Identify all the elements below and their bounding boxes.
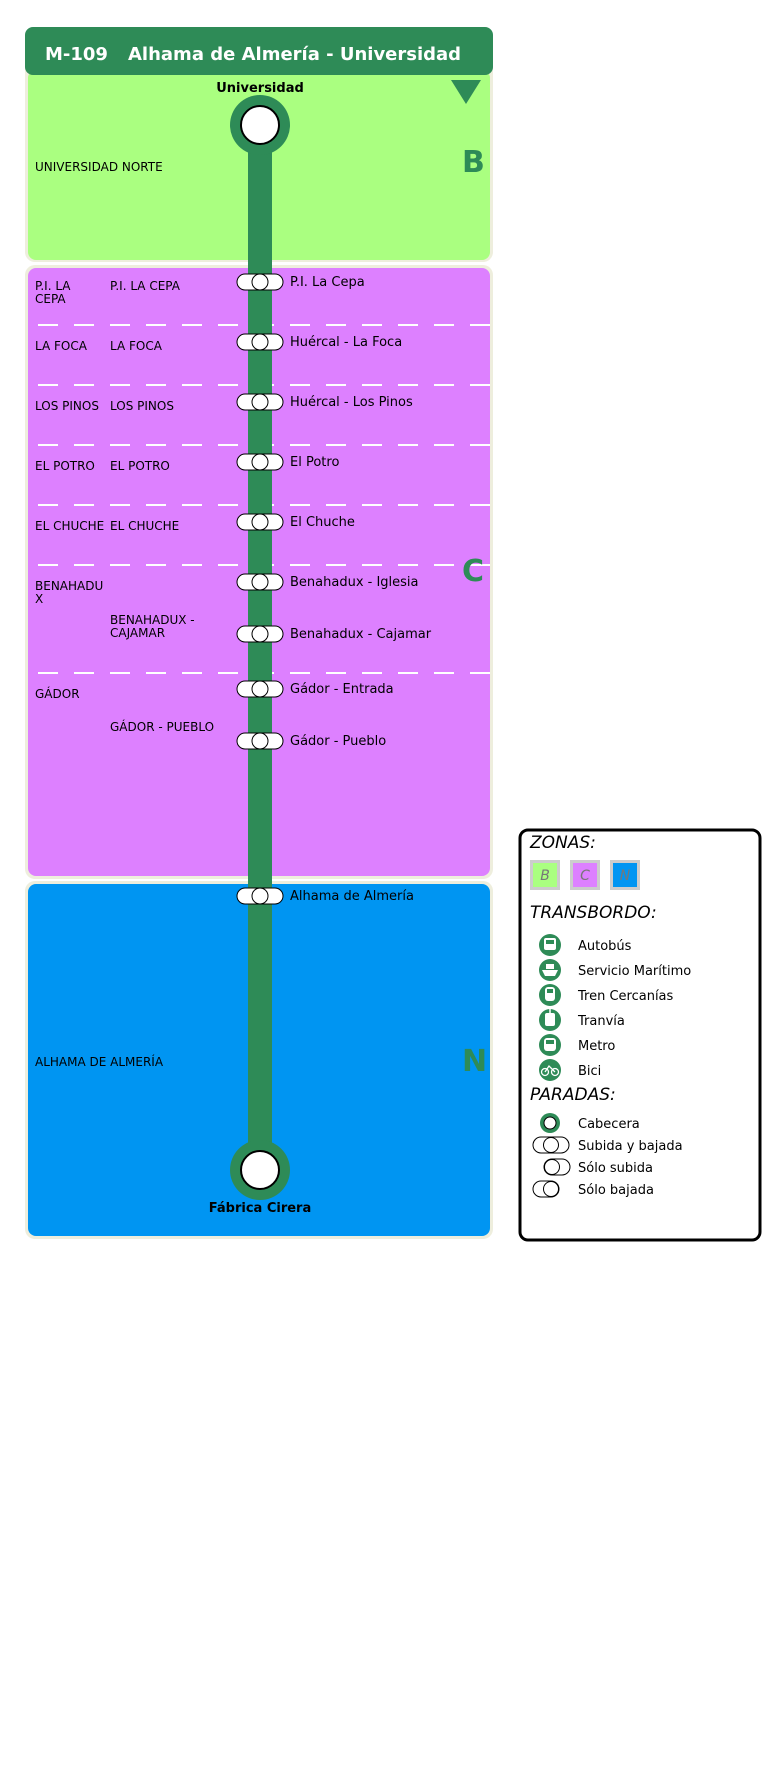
route-stop: Gádor - Entrada — [236, 680, 394, 698]
metro-icon — [539, 1034, 561, 1056]
stop-marker — [251, 273, 269, 291]
route-code: M-109 — [45, 44, 108, 65]
zone-letter-c: C — [462, 554, 484, 589]
ship-icon — [539, 959, 561, 981]
route-header: M-109 Alhama de Almería - Universidad — [25, 27, 493, 75]
stop-marker — [251, 887, 269, 905]
legend: ZONAS: B C N TRANSBORDO: Autobús Servici… — [518, 828, 762, 1242]
stop-label: Gádor - Pueblo — [290, 734, 386, 749]
stop-marker — [251, 333, 269, 351]
nucleus-label: GÁDOR - PUEBLO — [110, 719, 214, 734]
nucleus-label: LA FOCA — [110, 339, 163, 353]
legend-stop-type-label: Sólo subida — [578, 1161, 653, 1176]
solo-bajada-icon — [532, 1180, 560, 1198]
stop-marker — [251, 680, 269, 698]
cabecera-stop-icon — [240, 1150, 280, 1190]
municipality-label: LOS PINOS — [35, 399, 99, 413]
municipality-label: UNIVERSIDAD NORTE — [35, 160, 163, 174]
nucleus-label: LOS PINOS — [110, 399, 174, 413]
municipality-label: BENAHADU — [35, 579, 103, 593]
bike-icon — [539, 1059, 561, 1081]
stop-label: Gádor - Entrada — [290, 682, 394, 697]
stop-marker — [251, 573, 269, 591]
municipality-label: GÁDOR — [35, 686, 80, 701]
zone-letter-b: B — [462, 145, 485, 180]
terminal-label-start: Universidad — [216, 81, 304, 96]
municipality-label: LA FOCA — [35, 339, 88, 353]
tram-icon — [539, 1008, 561, 1031]
terminal-label-end: Fábrica Cirera — [209, 1201, 311, 1216]
stop-marker — [251, 732, 269, 750]
legend-zone-n: N — [620, 868, 631, 884]
legend-transfer-label: Bici — [578, 1064, 601, 1079]
cabecera-stop-icon — [240, 105, 280, 145]
route-stop: Benahadux - Iglesia — [236, 573, 419, 591]
legend-transfer-title: TRANSBORDO: — [530, 903, 657, 923]
legend-zones-title: ZONAS: — [529, 833, 596, 853]
legend-transfer-label: Servicio Marítimo — [578, 964, 691, 979]
stop-label: Alhama de Almería — [290, 889, 414, 904]
legend-transfer-label: Tranvía — [577, 1014, 625, 1029]
legend-stop-type-label: Sólo bajada — [578, 1183, 654, 1198]
legend-stops-title: PARADAS: — [530, 1085, 616, 1105]
route-stop: P.I. La Cepa — [236, 273, 365, 291]
municipality-label: P.I. LA — [35, 279, 71, 293]
legend-transfer-label: Autobús — [578, 939, 632, 954]
route-stop: Alhama de Almería — [236, 887, 414, 905]
municipality-label: ALHAMA DE ALMERÍA — [35, 1054, 164, 1069]
nucleus-label: BENAHADUX - — [110, 613, 195, 627]
stop-marker — [251, 625, 269, 643]
train-icon — [539, 984, 561, 1006]
direction-arrow-icon — [451, 80, 481, 104]
municipality-label: EL CHUCHE — [35, 519, 104, 533]
nucleus-label: EL CHUCHE — [110, 519, 179, 533]
stop-label: Huércal - Los Pinos — [290, 395, 413, 410]
stop-marker — [251, 393, 269, 411]
nucleus-label: P.I. LA CEPA — [110, 279, 181, 293]
legend-transfer-label: Metro — [578, 1039, 615, 1054]
route-stop: Huércal - La Foca — [236, 333, 402, 351]
stop-label: Huércal - La Foca — [290, 335, 402, 350]
subida-y-bajada-icon — [532, 1136, 570, 1154]
legend-stop-type-label: Cabecera — [578, 1117, 640, 1132]
zone-letter-n: N — [462, 1044, 487, 1079]
nucleus-label: CAJAMAR — [110, 626, 165, 640]
municipality-labels: UNIVERSIDAD NORTE P.I. LA CEPA LA FOCA L… — [35, 160, 164, 1069]
route-stop: El Potro — [236, 453, 339, 471]
stop-label: P.I. La Cepa — [290, 275, 365, 290]
route-stop: Gádor - Pueblo — [236, 732, 386, 750]
stop-label: Benahadux - Cajamar — [290, 627, 432, 642]
route-title: Alhama de Almería - Universidad — [128, 44, 461, 65]
legend-transfer-label: Tren Cercanías — [577, 989, 674, 1004]
legend-zone-c: C — [580, 868, 590, 884]
legend-zone-b: B — [540, 868, 550, 884]
nucleus-labels: P.I. LA CEPA LA FOCA LOS PINOS EL POTRO … — [110, 279, 214, 734]
route-stop: Benahadux - Cajamar — [236, 625, 432, 643]
stop-marker — [251, 453, 269, 471]
municipality-label: EL POTRO — [35, 459, 95, 473]
stop-label: Benahadux - Iglesia — [290, 575, 419, 590]
stop-label: El Chuche — [290, 515, 355, 530]
stop-label: El Potro — [290, 455, 339, 470]
nucleus-label: EL POTRO — [110, 459, 170, 473]
terminal-end: Fábrica Cirera — [209, 1140, 311, 1216]
legend-stop-type-label: Subida y bajada — [578, 1139, 683, 1154]
bus-icon — [539, 934, 561, 956]
route-stop: Huércal - Los Pinos — [236, 393, 413, 411]
route-stop: El Chuche — [236, 513, 355, 531]
terminal-start: Universidad — [216, 81, 304, 155]
solo-subida-icon — [543, 1158, 571, 1176]
stop-marker — [251, 513, 269, 531]
route-line — [248, 125, 272, 1170]
cabecera-legend-icon — [540, 1113, 560, 1133]
municipality-label: CEPA — [35, 292, 66, 306]
municipality-label: X — [35, 592, 43, 606]
